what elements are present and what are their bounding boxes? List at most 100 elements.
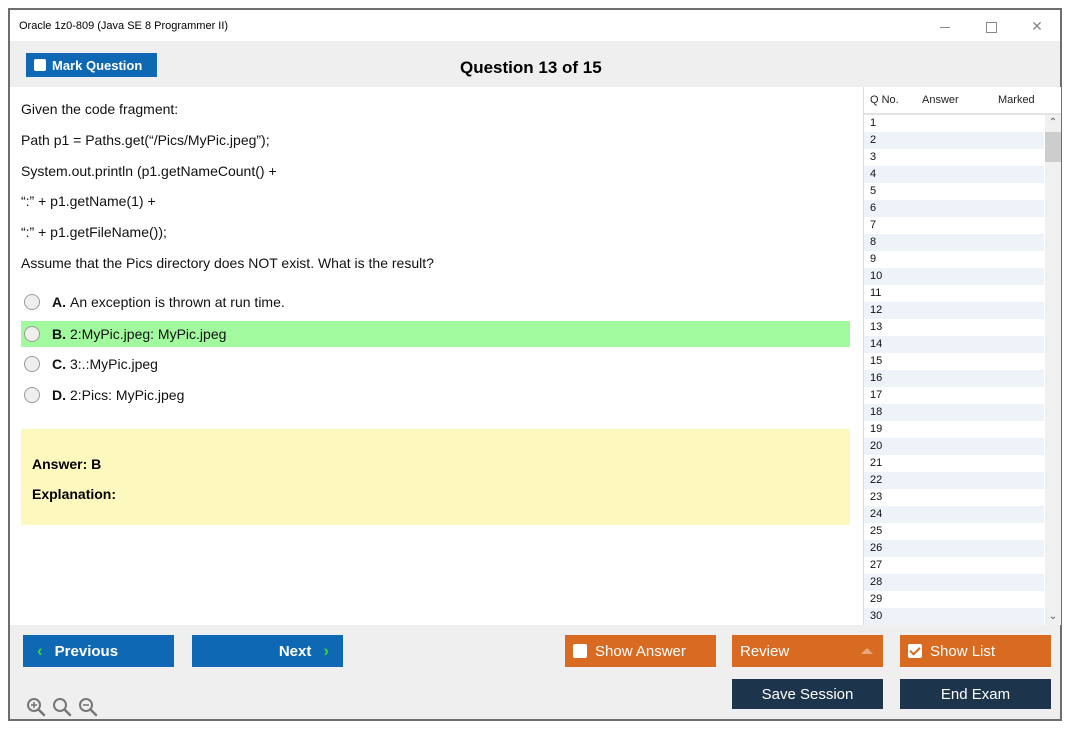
question-list-row[interactable]: 26	[864, 540, 1044, 557]
column-header-marked[interactable]: Marked	[998, 94, 1035, 106]
question-text-line: Given the code fragment:	[21, 101, 179, 117]
option-d-letter: D.	[52, 387, 66, 403]
question-list-row[interactable]: 13	[870, 321, 883, 333]
question-list-row[interactable]: 20	[864, 438, 1044, 455]
question-content: Given the code fragment: Path p1 = Paths…	[10, 87, 861, 625]
option-d-radio[interactable]	[24, 387, 40, 403]
zoom-reset-icon[interactable]	[52, 697, 72, 717]
save-session-button[interactable]: Save Session	[732, 679, 883, 709]
question-list-row[interactable]: 28	[864, 574, 1044, 591]
question-header-bar: Mark Question Question 13 of 15	[10, 41, 1060, 87]
question-list-row[interactable]: 25	[870, 525, 883, 537]
question-list-row[interactable]: 16	[864, 370, 1044, 387]
column-header-answer[interactable]: Answer	[922, 94, 959, 106]
next-label: Next	[278, 642, 312, 660]
question-code-line: Path p1 = Paths.get(“/Pics/MyPic.jpeg”);	[21, 132, 270, 148]
question-counter: Question 13 of 15	[460, 58, 602, 77]
close-button[interactable]: ✕	[1014, 14, 1060, 38]
window-title: Oracle 1z0-809 (Java SE 8 Programmer II)	[19, 20, 229, 32]
option-d[interactable]: D. 2:Pics: MyPic.jpeg	[21, 382, 850, 408]
answer-text: Answer: B	[32, 456, 102, 472]
save-session-label: Save Session	[761, 685, 854, 703]
close-icon: ✕	[1031, 18, 1043, 34]
question-list-row[interactable]: 11	[870, 287, 882, 299]
question-list-row[interactable]: 27	[870, 559, 883, 571]
chevron-left-icon: ‹	[37, 641, 43, 660]
zoom-out-icon[interactable]	[78, 697, 98, 717]
question-prompt: Assume that the Pics directory does NOT …	[21, 255, 434, 271]
question-list-row[interactable]: 24	[864, 506, 1044, 523]
question-list-row[interactable]: 29	[870, 593, 883, 605]
option-c-text: 3:.:MyPic.jpeg	[70, 356, 158, 372]
show-answer-label: Show Answer	[595, 642, 686, 660]
option-a-radio[interactable]	[24, 294, 40, 310]
option-b[interactable]: B. 2:MyPic.jpeg: MyPic.jpeg	[21, 321, 850, 347]
caret-up-icon	[861, 648, 873, 654]
question-list-row[interactable]: 19	[870, 423, 883, 435]
question-code-line: System.out.println (p1.getNameCount() +	[21, 163, 277, 179]
zoom-controls	[26, 697, 98, 717]
previous-button[interactable]: ‹ Previous	[23, 635, 174, 667]
question-list-row[interactable]: 21	[870, 457, 883, 469]
minimize-icon	[940, 26, 950, 28]
option-c-letter: C.	[52, 356, 66, 372]
scroll-up-icon[interactable]: ⌃	[1048, 117, 1058, 128]
question-list-row[interactable]: 9	[870, 253, 877, 265]
option-a-text: An exception is thrown at run time.	[70, 294, 285, 310]
mark-question-label: Mark Question	[52, 57, 143, 73]
question-list-row[interactable]: 8	[864, 234, 1044, 251]
question-code-line: “:” + p1.getFileName());	[21, 224, 167, 240]
option-a-letter: A.	[52, 294, 66, 310]
scrollbar-thumb[interactable]	[1045, 132, 1061, 162]
show-list-toggle[interactable]: Show List	[900, 635, 1051, 667]
option-a[interactable]: A. An exception is thrown at run time.	[21, 289, 850, 315]
review-dropdown[interactable]: Review	[732, 635, 883, 667]
maximize-icon	[985, 21, 997, 33]
mark-question-checkbox[interactable]	[34, 59, 46, 71]
end-exam-button[interactable]: End Exam	[900, 679, 1051, 709]
show-list-label: Show List	[930, 642, 996, 660]
question-list-row[interactable]: 12	[864, 302, 1044, 319]
question-list-header: Q No. Answer Marked	[864, 87, 1061, 115]
option-d-text: 2:Pics: MyPic.jpeg	[70, 387, 185, 403]
option-b-text: 2:MyPic.jpeg: MyPic.jpeg	[70, 326, 227, 342]
title-bar: Oracle 1z0-809 (Java SE 8 Programmer II)…	[10, 10, 1060, 41]
app-window: Oracle 1z0-809 (Java SE 8 Programmer II)…	[8, 8, 1062, 721]
zoom-in-icon[interactable]	[26, 697, 46, 717]
bottom-toolbar: ‹ Previous Next › Show Answer Review Sho…	[10, 625, 1060, 719]
question-list-row[interactable]: 30	[864, 608, 1044, 625]
option-c[interactable]: C. 3:.:MyPic.jpeg	[21, 351, 850, 377]
question-list-row[interactable]: 1	[870, 117, 877, 129]
question-list-row[interactable]: 15	[870, 355, 883, 367]
minimize-button[interactable]	[922, 14, 968, 38]
question-code-line: “:” + p1.getName(1) +	[21, 193, 156, 209]
question-list-row[interactable]: 22	[864, 472, 1044, 489]
question-list-row[interactable]: 7	[870, 219, 877, 231]
show-list-checkbox[interactable]	[908, 644, 922, 658]
next-button[interactable]: Next ›	[192, 635, 343, 667]
question-list-row[interactable]: 4	[864, 166, 1044, 183]
scroll-down-icon[interactable]: ⌄	[1048, 611, 1058, 622]
question-list-row[interactable]: 3	[870, 151, 877, 163]
question-list-row[interactable]: 2	[864, 132, 1044, 149]
question-list-row[interactable]: 14	[864, 336, 1044, 353]
option-b-radio[interactable]	[24, 326, 40, 342]
question-list-row[interactable]: 18	[864, 404, 1044, 421]
maximize-button[interactable]	[968, 14, 1014, 38]
mark-question-button[interactable]: Mark Question	[26, 53, 157, 77]
question-list-row[interactable]: 17	[870, 389, 883, 401]
question-list-row[interactable]: 5	[870, 185, 877, 197]
question-list-scrollbar[interactable]: ⌃ ⌄	[1045, 115, 1061, 625]
question-list-row[interactable]: 10	[864, 268, 1044, 285]
question-list-row[interactable]: 23	[870, 491, 883, 503]
explanation-label: Explanation:	[32, 486, 117, 502]
option-b-letter: B.	[52, 326, 66, 342]
question-list-row[interactable]: 6	[864, 200, 1044, 217]
option-c-radio[interactable]	[24, 356, 40, 372]
end-exam-label: End Exam	[940, 685, 1011, 703]
column-header-qno[interactable]: Q No.	[870, 94, 899, 106]
show-answer-checkbox[interactable]	[573, 644, 587, 658]
show-answer-toggle[interactable]: Show Answer	[565, 635, 716, 667]
review-label: Review	[740, 642, 790, 660]
